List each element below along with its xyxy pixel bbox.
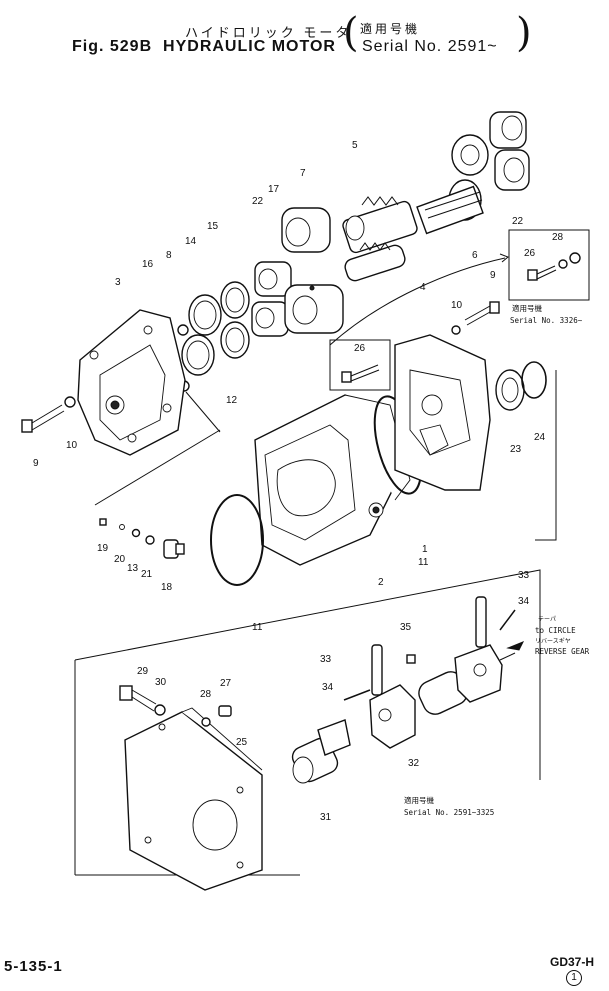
callout-23: 23 — [510, 444, 522, 455]
front-cover-3 — [77, 309, 186, 456]
close-paren: ) — [516, 10, 532, 56]
callout-25: 25 — [236, 737, 248, 748]
note-circle: to CIRCLE — [535, 626, 576, 635]
drive-shaft — [416, 185, 484, 235]
note-reverse-jp: リバースギヤ — [535, 638, 571, 645]
direction-arrow-icon — [506, 641, 525, 651]
seal-rings — [177, 281, 250, 392]
sheet-number: 1 — [566, 970, 582, 986]
callout-9-left: 9 — [33, 458, 39, 469]
universal-joint-32 — [369, 644, 516, 749]
note-reverse: REVERSE GEAR — [535, 647, 590, 656]
callout-13: 13 — [127, 563, 139, 574]
yoke-31 — [291, 719, 351, 784]
callout-18: 18 — [161, 582, 173, 593]
leader-line — [185, 391, 221, 433]
callout-3: 3 — [115, 277, 121, 288]
callout-1: 1 — [422, 544, 428, 555]
callout-15: 15 — [207, 221, 219, 232]
note-upper-serial: Serial No. 3326~ — [510, 316, 583, 325]
callout-22-left: 22 — [252, 196, 264, 207]
callout-10-left: 10 — [66, 440, 78, 451]
callout-10-right: 10 — [451, 300, 463, 311]
leader-line — [94, 429, 221, 506]
callout-30: 30 — [155, 677, 167, 688]
callout-labels: 1 2 3 4 5 6 7 8 9 9 10 10 11 11 12 13 14… — [33, 140, 564, 823]
callout-17: 17 — [268, 184, 280, 195]
callout-7: 7 — [300, 168, 306, 179]
note-circle-jp: テーパ — [538, 616, 556, 623]
bushing-block-17 — [284, 284, 344, 334]
bushing-7 — [281, 207, 331, 253]
callout-12: 12 — [226, 395, 238, 406]
callout-31: 31 — [320, 812, 332, 823]
callout-6: 6 — [472, 250, 478, 261]
applicability-japanese: 適用号機 — [360, 22, 421, 36]
serial-range: Serial No. 2591~ — [362, 38, 498, 55]
inset-box-bolt-26-lower — [329, 339, 391, 391]
o-ring-11-left — [210, 494, 264, 586]
callout-26-lower: 26 — [354, 343, 366, 354]
leader-line — [535, 370, 557, 541]
bushing-22 — [251, 261, 292, 337]
callout-26-upper: 26 — [524, 248, 536, 259]
leader-arrow — [329, 257, 506, 346]
callout-29: 29 — [137, 666, 149, 677]
rear-cover-1 — [394, 334, 491, 491]
note-lower-jp: 適用号機 — [404, 795, 434, 805]
callout-11-left: 11 — [252, 622, 263, 633]
callout-22-right: 22 — [512, 216, 524, 227]
callout-28: 28 — [200, 689, 212, 700]
note-upper-jp: 適用号機 — [512, 303, 542, 313]
callout-11-right: 11 — [418, 557, 429, 568]
callout-19: 19 — [97, 543, 109, 554]
callout-27: 27 — [220, 678, 232, 689]
inset-box-bolt-26-upper — [508, 229, 590, 301]
bracket-25 — [124, 707, 263, 891]
oil-seal-23 — [495, 369, 525, 411]
callout-34-right: 34 — [518, 596, 530, 607]
motor-body-2 — [254, 394, 411, 566]
callout-33-right: 33 — [518, 570, 530, 581]
bolt-9-left — [21, 396, 76, 433]
arrowhead — [499, 253, 509, 263]
callout-9-right: 9 — [490, 270, 496, 281]
callout-20: 20 — [114, 554, 126, 565]
gear-driven — [344, 242, 406, 282]
callout-28-upper: 28 — [552, 232, 564, 243]
callout-24: 24 — [534, 432, 546, 443]
callout-16: 16 — [142, 259, 154, 270]
figure-number: Fig. 529B — [72, 38, 153, 55]
grease-fitting-35 — [406, 654, 416, 664]
bolt-9-right — [451, 301, 500, 335]
callout-4: 4 — [420, 282, 426, 293]
pin-33 — [371, 596, 487, 696]
gear-drive — [342, 196, 418, 254]
open-paren: ( — [343, 10, 359, 56]
figure-name: HYDRAULIC MOTOR — [163, 38, 336, 55]
snap-ring-24 — [521, 361, 547, 399]
bolt-29-group — [119, 685, 232, 727]
plug-18-group — [99, 518, 185, 559]
callout-34-left: 34 — [322, 682, 334, 693]
callout-33-left: 33 — [320, 654, 332, 665]
callout-2: 2 — [378, 577, 384, 588]
page-number: 5-135-1 — [4, 958, 63, 975]
callout-8: 8 — [166, 250, 172, 261]
figure-title: Fig. 529B HYDRAULIC MOTOR — [72, 38, 336, 56]
callout-21: 21 — [141, 569, 153, 580]
title-japanese: ハイドロリック モータ — [185, 25, 352, 40]
callout-14: 14 — [185, 236, 197, 247]
notes: 適用号機 Serial No. 3326~ テーパ to CIRCLE リバース… — [404, 303, 590, 817]
callout-35: 35 — [400, 622, 412, 633]
note-lower-serial: Serial No. 2591~3325 — [404, 808, 494, 817]
callout-32: 32 — [408, 758, 420, 769]
callout-5: 5 — [352, 140, 358, 151]
pin-34 — [343, 609, 516, 701]
model-code: GD37-H — [550, 955, 595, 969]
